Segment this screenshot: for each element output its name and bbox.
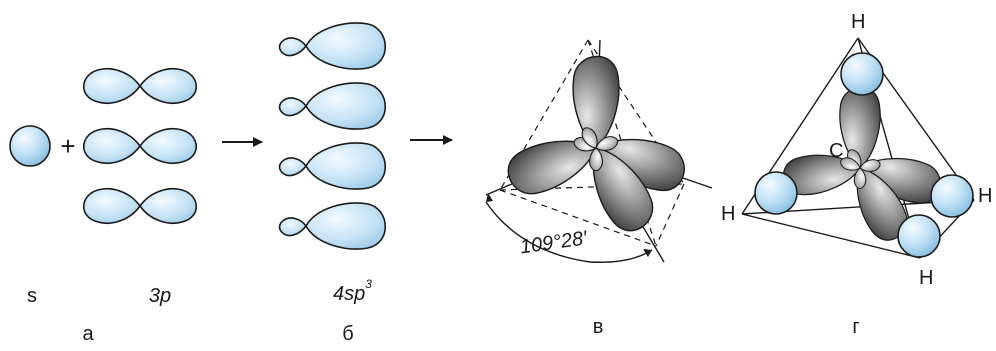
sp3-orbital-1	[278, 22, 387, 70]
h-orbital-left	[754, 171, 798, 215]
label-b: б	[342, 323, 353, 345]
h-orbital-bottom	[897, 214, 941, 258]
h-orbital-top	[840, 52, 884, 96]
methane-group: C H H H H	[721, 11, 992, 289]
label-3p: 3p	[149, 285, 171, 307]
p-orbital-z	[82, 187, 198, 225]
angle-label: 109°28′	[519, 227, 590, 258]
h-orbital-right	[930, 174, 974, 218]
atom-h-top-label: H	[851, 11, 865, 33]
label-4sp3: 4sp3	[333, 277, 372, 305]
s-orbital-group: +	[9, 125, 76, 167]
label-g: г	[852, 316, 859, 338]
sp3-orbital-4	[278, 202, 387, 250]
sp3-tetrahedral-group: 109°28′	[485, 39, 713, 263]
p-orbitals-group	[82, 67, 198, 225]
label-s: s	[27, 285, 37, 307]
atom-h-right-label: H	[978, 185, 992, 207]
captions: s 3p 4sp3 а б в г	[27, 277, 860, 345]
label-a: а	[82, 323, 94, 345]
plus-sign: +	[60, 131, 75, 161]
atom-h-bottom-label: H	[919, 267, 933, 289]
sp3-orbital-2	[278, 82, 387, 130]
label-v: в	[593, 316, 604, 338]
sp3-orbital-3	[278, 142, 387, 190]
atom-c-label: C	[829, 140, 843, 162]
p-orbital-y	[82, 127, 198, 165]
p-orbital-x	[82, 67, 198, 105]
s-orbital	[9, 125, 51, 167]
angle-arc	[485, 201, 653, 263]
atom-h-left-label: H	[721, 203, 735, 225]
sp3-orbitals-group	[278, 22, 387, 250]
